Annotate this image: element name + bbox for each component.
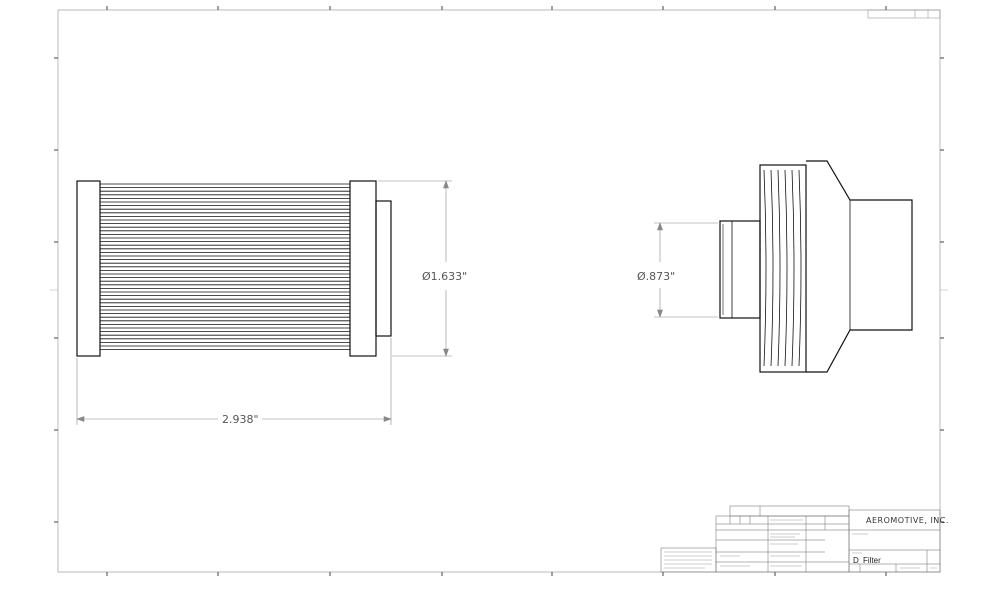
revision-block bbox=[867, 9, 941, 19]
right-end-cap bbox=[349, 180, 377, 357]
dim-length bbox=[76, 338, 392, 425]
title-block-fine-lines bbox=[664, 519, 937, 569]
thread-line bbox=[777, 169, 781, 367]
filter-side-view bbox=[76, 180, 392, 357]
thread-line bbox=[791, 169, 795, 367]
company-name: AEROMOTIVE, INC. bbox=[866, 516, 949, 525]
drawing-title: Filter bbox=[863, 556, 881, 565]
body-profile bbox=[806, 160, 913, 373]
title-block bbox=[660, 505, 941, 573]
drawing-size: D bbox=[853, 556, 859, 565]
thread-line bbox=[798, 169, 802, 367]
diameter-small-label: Ø.873" bbox=[637, 270, 675, 283]
thread-lines bbox=[763, 169, 802, 367]
filter-pleats bbox=[100, 183, 350, 351]
thread-line bbox=[763, 169, 767, 367]
thread-line bbox=[770, 169, 774, 367]
length-label: 2.938" bbox=[222, 413, 259, 426]
small-nozzle bbox=[719, 220, 761, 319]
outlet-nipple bbox=[375, 200, 392, 337]
thread-line bbox=[784, 169, 788, 367]
filter-end-view bbox=[719, 160, 913, 373]
diameter-large-label: Ø1.633" bbox=[422, 270, 467, 283]
sheet-border bbox=[57, 9, 941, 573]
zone-marks bbox=[54, 6, 944, 576]
left-end-cap bbox=[76, 180, 101, 357]
thread-flange bbox=[759, 164, 807, 373]
dim-diameter-large bbox=[378, 180, 452, 357]
dim-diameter-small bbox=[654, 222, 718, 318]
